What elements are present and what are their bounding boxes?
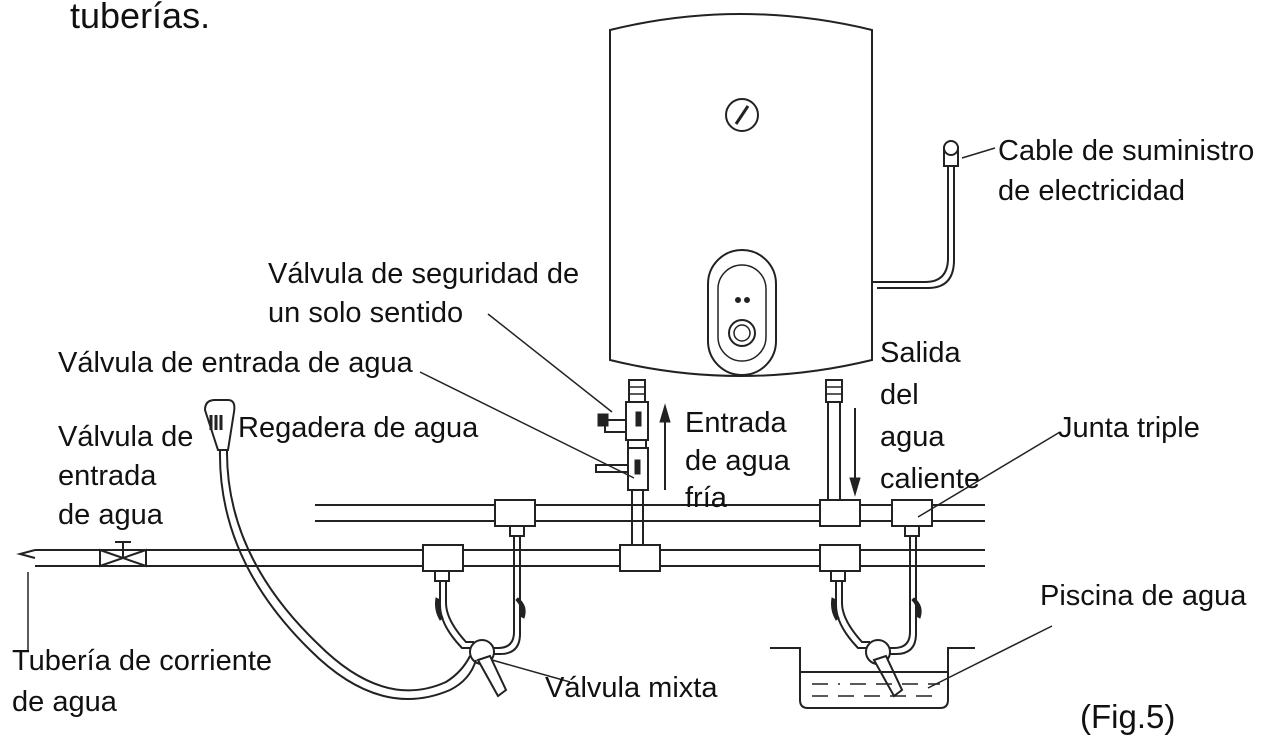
label-figure: (Fig.5) xyxy=(1080,698,1175,735)
label-cold-inlet-line2: de agua xyxy=(685,445,791,477)
label-main-pipe-line2: de agua xyxy=(12,686,118,718)
control-panel xyxy=(707,249,777,376)
label-pool: Piscina de agua xyxy=(1040,580,1247,612)
label-inlet-valve-left-line3: de agua xyxy=(58,499,164,531)
leader-lines xyxy=(27,313,1061,689)
label-inlet-valve-left-line2: entrada xyxy=(58,460,157,492)
label-cable-line2: de electricidad xyxy=(998,175,1185,207)
water-pool xyxy=(770,647,975,709)
flow-arrows xyxy=(659,403,861,497)
safety-valve xyxy=(597,401,649,449)
electric-cable xyxy=(872,140,996,289)
inlet-valve-vertical xyxy=(595,447,649,491)
label-outlet-line4: caliente xyxy=(880,463,980,495)
label-safety-valve-line1: Válvula de seguridad de xyxy=(268,258,579,290)
mixing-valve-right xyxy=(830,525,922,698)
water-heater-tank xyxy=(609,13,873,377)
label-triple-joint: Junta triple xyxy=(1058,412,1200,444)
label-cold-inlet-line3: fría xyxy=(685,482,728,514)
tee-joints xyxy=(422,499,933,572)
label-outlet-line3: agua xyxy=(880,421,945,453)
label-mixing-valve: Válvula mixta xyxy=(545,672,718,704)
mixing-valve-left xyxy=(434,525,526,698)
shower-head xyxy=(203,399,477,700)
thermometer-dial xyxy=(725,98,759,132)
label-inlet-valve-left-line1: Válvula de xyxy=(58,421,193,453)
label-cable-line1: Cable de suministro xyxy=(998,135,1254,167)
label-cold-inlet-line1: Entrada xyxy=(685,407,787,439)
label-outlet-line1: Salida xyxy=(880,337,961,369)
header-text: tuberías. xyxy=(70,0,210,36)
label-outlet-line2: del xyxy=(880,379,919,411)
label-safety-valve-line2: un solo sentido xyxy=(268,297,463,329)
label-shower: Regadera de agua xyxy=(238,412,479,444)
label-inlet-valve-top: Válvula de entrada de agua xyxy=(58,347,414,379)
main-inlet-valve xyxy=(99,541,147,568)
tank-fittings xyxy=(628,379,843,403)
label-main-pipe-line1: Tubería de corriente xyxy=(12,645,272,677)
